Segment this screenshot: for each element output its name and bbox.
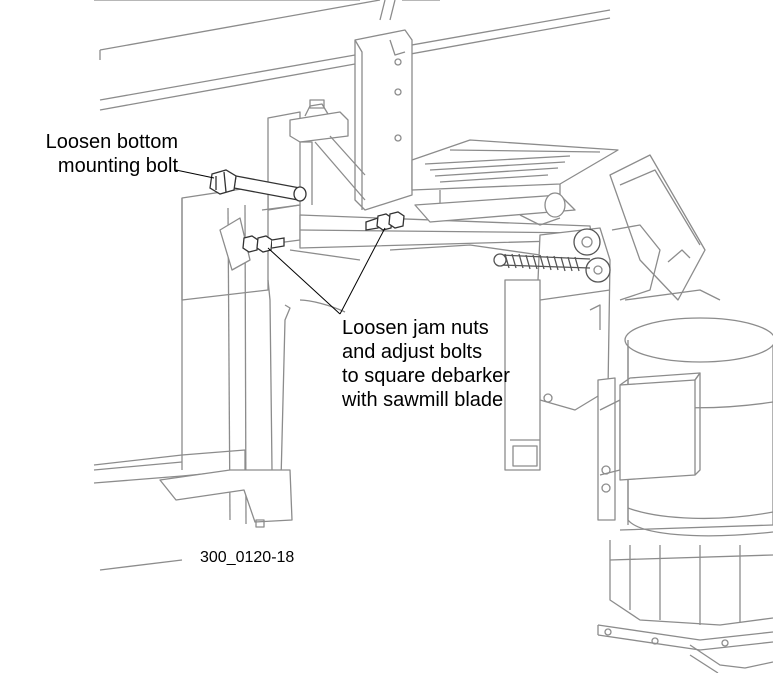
leader-jam-right <box>339 227 386 315</box>
grate <box>411 139 619 205</box>
callout-bottom-mounting-bolt: Loosen bottom mounting bolt <box>8 130 178 178</box>
leader-lines <box>175 169 386 315</box>
callout-line: mounting bolt <box>57 155 178 177</box>
right-hood <box>609 154 721 301</box>
mast-plate <box>354 29 413 211</box>
jam-nut-bolt-right <box>365 211 405 231</box>
left-frame <box>181 184 346 525</box>
base <box>93 449 293 571</box>
jam-nut-bolt-left <box>242 235 285 253</box>
top-frame <box>94 0 611 111</box>
motor-housing <box>597 524 773 673</box>
roller-assembly <box>414 192 576 226</box>
callout-line: Loosen bottom <box>45 131 178 153</box>
leader-bolt <box>175 169 215 179</box>
callout-line: with sawmill blade <box>342 389 504 411</box>
callout-jam-nuts: Loosen jam nuts and adjust bolts to squa… <box>342 316 510 412</box>
right-support <box>504 279 621 521</box>
tension-spring <box>493 253 591 272</box>
pivot-plate <box>537 227 611 411</box>
callout-line: and adjust bolts <box>342 341 483 363</box>
bottom-mounting-bolt <box>209 169 307 202</box>
figure-id: 300_0120-18 <box>200 549 295 566</box>
electric-motor <box>619 317 773 537</box>
top-bracket <box>267 99 366 211</box>
callout-line: to square debarker <box>342 365 510 387</box>
leader-jam-left <box>267 247 341 315</box>
callout-line: Loosen jam nuts <box>342 317 489 339</box>
